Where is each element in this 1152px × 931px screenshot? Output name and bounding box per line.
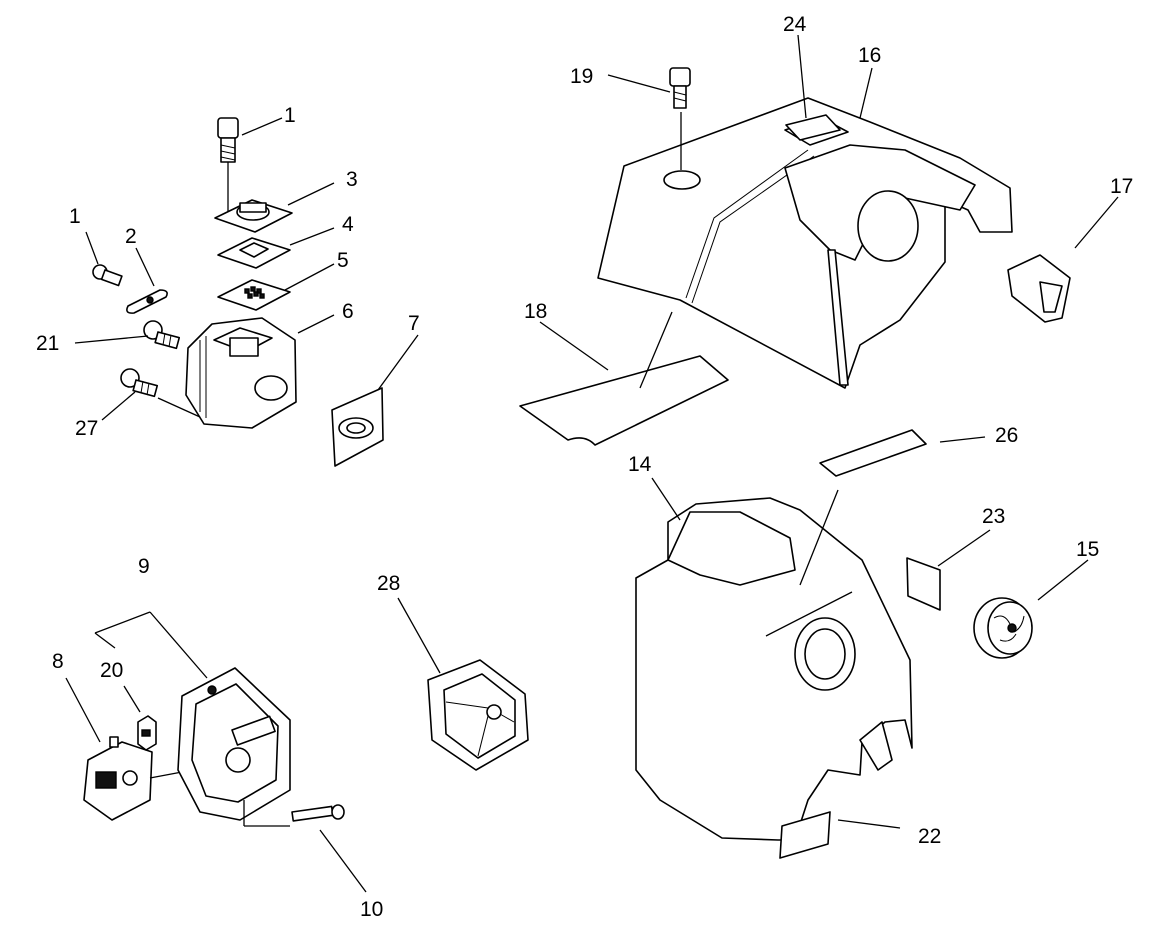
muffler-body-part-6	[185, 317, 297, 429]
callout-22: 22	[918, 825, 941, 848]
decal-part-22	[779, 811, 831, 859]
decal-part-23	[906, 557, 941, 611]
washer-plate-part-2	[126, 289, 168, 314]
small-screw-part-1	[92, 264, 123, 287]
callout-20: 20	[100, 659, 123, 682]
callout-6: 6	[342, 300, 354, 323]
top-cover-part-16	[597, 97, 1013, 389]
screen-part-5	[217, 279, 291, 311]
intake-boot-part-17	[1007, 254, 1071, 323]
callout-1b: 1	[69, 205, 81, 228]
knob-part-15	[973, 597, 1033, 659]
callout-28: 28	[377, 572, 400, 595]
callout-26: 26	[995, 424, 1018, 447]
carburetor-part-8	[83, 736, 153, 821]
gasket-part-7	[331, 387, 384, 467]
callout-5: 5	[337, 249, 349, 272]
leader-lines	[74, 34, 1119, 829]
clip-part-20	[137, 715, 157, 751]
callout-21: 21	[36, 332, 59, 355]
callout-8: 8	[52, 650, 64, 673]
callout-1a: 1	[284, 104, 296, 127]
callout-9: 9	[138, 555, 150, 578]
callout-19: 19	[570, 65, 593, 88]
callout-7: 7	[408, 312, 420, 335]
carburetor-assembly	[65, 611, 367, 893]
callout-23: 23	[982, 505, 1005, 528]
callout-15: 15	[1076, 538, 1099, 561]
bolt-part-21	[143, 320, 181, 350]
side-cover-part-14	[635, 497, 913, 841]
callout-24: 24	[783, 13, 807, 36]
callout-4: 4	[342, 213, 354, 236]
screw-part-10	[243, 800, 345, 827]
decal-part-18	[519, 355, 729, 446]
air-box-part-9	[177, 667, 291, 821]
callout-17: 17	[1110, 175, 1133, 198]
muffler-assembly	[92, 117, 384, 467]
callout-14: 14	[628, 453, 652, 476]
plate-part-4	[217, 237, 291, 269]
callout-18: 18	[524, 300, 547, 323]
bolt-part-27	[120, 368, 159, 398]
cover-plate-part-3	[214, 199, 293, 233]
screw-part-19	[669, 67, 691, 109]
cap-screw-part-1	[217, 117, 239, 215]
callout-10: 10	[360, 898, 383, 921]
callout-3: 3	[346, 168, 358, 191]
callout-labels: 1 1 2 3 4 5 6 7 8 9 10 14 15 16 17 18 19…	[36, 13, 1133, 921]
callout-2: 2	[125, 225, 137, 248]
callout-27: 27	[75, 417, 98, 440]
air-filter-part-28	[397, 597, 529, 771]
decal-part-24	[785, 114, 841, 141]
decal-part-26	[819, 429, 927, 477]
callout-16: 16	[858, 44, 881, 67]
